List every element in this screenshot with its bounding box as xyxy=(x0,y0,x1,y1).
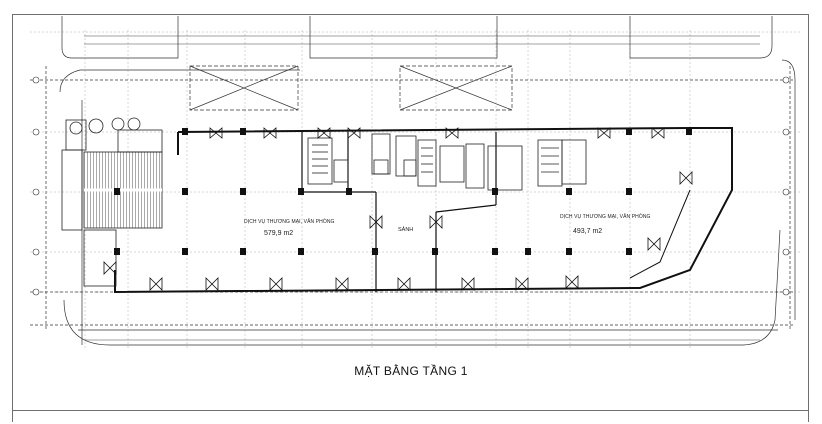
door-symbols xyxy=(103,127,693,291)
west-wing xyxy=(61,117,163,287)
drawing-sheet-frame xyxy=(12,14,809,422)
zone-1-name: DỊCH VỤ THƯƠNG MẠI, VĂN PHÒNG xyxy=(244,219,335,225)
grid-bubbles xyxy=(32,76,790,296)
core-rooms xyxy=(307,133,587,191)
zone-1-area: 579,9 m2 xyxy=(264,230,294,237)
building-envelope xyxy=(114,127,733,294)
drawing-title: MẶT BẰNG TẦNG 1 xyxy=(354,364,468,378)
zone-2-name: SẢNH xyxy=(398,227,414,233)
structural-columns xyxy=(114,128,692,255)
sheet-bottom-rule xyxy=(12,410,809,411)
dimension-lines xyxy=(84,35,760,341)
zone-3-area: 493,7 m2 xyxy=(573,228,603,235)
ramp-boxes xyxy=(189,65,513,111)
zone-3-name: DỊCH VỤ THƯƠNG MẠI, VĂN PHÒNG xyxy=(560,214,651,220)
